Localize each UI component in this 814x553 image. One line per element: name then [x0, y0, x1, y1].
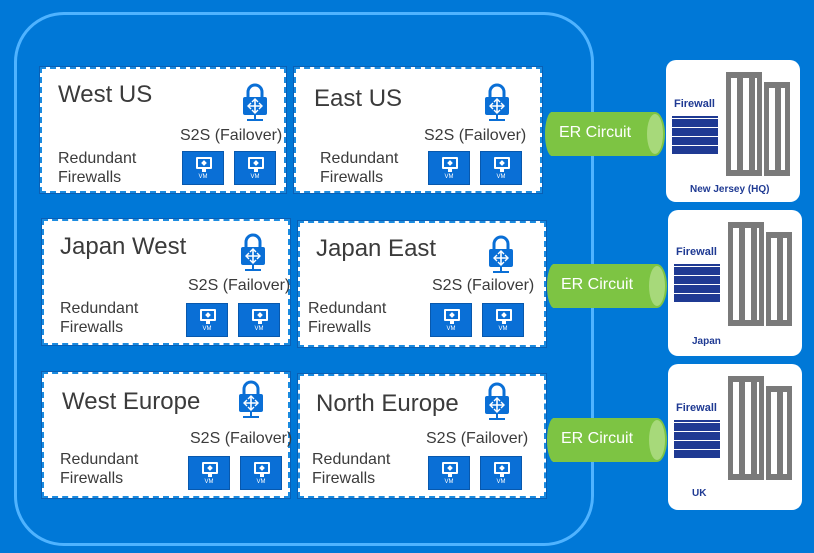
region-west-europe: West Europe S2S (Failover) Redundant Fir…	[41, 371, 293, 499]
er-circuit-label: ER Circuit	[561, 430, 634, 447]
site-new-jersey: Firewall New Jersey (HQ)	[666, 60, 800, 202]
firewall-icon	[674, 420, 720, 458]
building-icon	[764, 82, 790, 176]
er-circuit-label: ER Circuit	[561, 276, 634, 293]
vm-icon: VM	[182, 151, 224, 185]
vpn-gateway-icon	[485, 382, 509, 420]
redundant-firewalls-label: Redundant Firewalls	[60, 300, 139, 336]
er-circuit-connector: ER Circuit	[547, 264, 667, 308]
firewall-label: Firewall	[674, 98, 715, 110]
site-uk: Firewall UK	[668, 364, 802, 510]
er-circuit-connector: ER Circuit	[545, 112, 665, 156]
region-title: Japan West	[60, 233, 187, 260]
s2s-failover-label: S2S (Failover)	[432, 277, 535, 294]
firewall-label: Firewall	[676, 246, 717, 258]
redundant-firewalls-label: Redundant Firewalls	[58, 150, 137, 186]
er-circuit-connector: ER Circuit	[547, 418, 667, 462]
vm-icon: VM	[482, 303, 524, 337]
region-title: West US	[58, 81, 153, 108]
building-icon	[728, 222, 764, 326]
vpn-gateway-icon	[485, 83, 509, 121]
vm-icon: VM	[238, 303, 280, 337]
region-title: North Europe	[316, 390, 459, 417]
vpn-gateway-icon	[241, 233, 265, 271]
vm-icon: VM	[430, 303, 472, 337]
building-icon	[766, 386, 792, 480]
vpn-gateway-icon	[243, 83, 267, 121]
vpn-gateway-icon	[239, 380, 263, 418]
firewall-icon	[674, 264, 720, 302]
redundant-firewalls-label: Redundant Firewalls	[320, 150, 399, 186]
vm-icon: VM	[240, 456, 282, 490]
redundant-firewalls-label: Redundant Firewalls	[308, 300, 387, 336]
firewall-label: Firewall	[676, 402, 717, 414]
vm-icon: VM	[234, 151, 276, 185]
s2s-failover-label: S2S (Failover)	[424, 127, 527, 144]
region-title: Japan East	[316, 235, 437, 262]
region-north-europe: North Europe S2S (Failover) Redundant Fi…	[297, 373, 547, 499]
site-name: UK	[692, 488, 707, 499]
s2s-failover-label: S2S (Failover)	[180, 127, 283, 144]
vm-icon: VM	[428, 151, 470, 185]
region-west-us: West US S2S (Failover) Redundant Firewal…	[39, 66, 287, 194]
region-east-us: East US S2S (Failover) Redundant Firewal…	[293, 66, 543, 194]
building-icon	[728, 376, 764, 480]
firewall-icon	[672, 116, 718, 154]
building-icon	[726, 72, 762, 176]
s2s-failover-label: S2S (Failover)	[190, 430, 293, 447]
region-title: West Europe	[62, 388, 201, 415]
s2s-failover-label: S2S (Failover)	[426, 430, 529, 447]
region-japan-west: Japan West S2S (Failover) Redundant Fire…	[41, 218, 291, 346]
redundant-firewalls-label: Redundant Firewalls	[60, 451, 139, 487]
s2s-failover-label: S2S (Failover)	[188, 277, 291, 294]
redundant-firewalls-label: Redundant Firewalls	[312, 451, 391, 487]
er-circuit-label: ER Circuit	[559, 124, 632, 141]
vm-icon: VM	[188, 456, 230, 490]
vpn-gateway-icon	[489, 235, 513, 273]
site-name: New Jersey (HQ)	[690, 184, 770, 195]
vm-icon: VM	[186, 303, 228, 337]
vm-icon: VM	[480, 456, 522, 490]
vm-icon: VM	[480, 151, 522, 185]
site-name: Japan	[692, 336, 721, 347]
site-japan: Firewall Japan	[668, 210, 802, 356]
region-title: East US	[314, 85, 403, 112]
building-icon	[766, 232, 792, 326]
vm-icon: VM	[428, 456, 470, 490]
region-japan-east: Japan East S2S (Failover) Redundant Fire…	[297, 220, 547, 348]
